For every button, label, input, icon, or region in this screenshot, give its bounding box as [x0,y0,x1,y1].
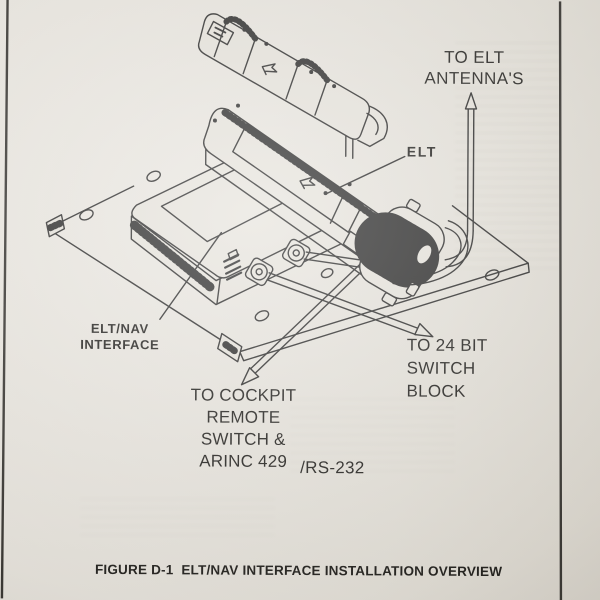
plate-hole [254,310,270,322]
direction-arrow-icon [299,176,316,190]
page-border-right [558,0,563,600]
interface-connector [281,238,311,268]
cover-end-channel [357,105,388,148]
plate-hole [320,268,334,279]
cable-to-switch-block [266,272,420,336]
antenna-cable [444,107,475,268]
cable-to-cockpit [249,256,372,375]
direction-arrow-icon [261,63,278,76]
antenna-cable-loop [392,220,469,286]
label-elt-nav-interface: ELT/NAV INTERFACE [80,320,160,353]
interface-connector [244,257,274,287]
cockpit-arrow-head [240,367,260,386]
interface-leader-line [159,231,223,320]
plate-hole [146,170,161,182]
figure-caption: FIGURE D-1 ELT/NAV INTERFACE INSTALLATIO… [94,561,503,580]
plate-hole [484,269,500,281]
cover-label-plate [206,20,235,46]
plate-hole [79,209,94,221]
label-rs-232: /RS-232 [300,458,365,478]
label-to-24-bit-switch-block: TO 24 BIT SWITCH BLOCK [406,335,488,401]
ground-stud [223,248,243,281]
mounting-plate-drawing [45,170,530,363]
antenna-arrow-head [464,92,478,110]
label-elt: ELT [406,143,438,160]
switch-block-arrow-head [414,322,434,338]
elt-leader-line [326,155,406,194]
elt-cover-drawing [197,13,388,148]
cable-coil [354,212,440,288]
elt-top-panel [232,123,364,233]
interface-edge-hatch [129,220,217,294]
page-border-left [0,0,9,600]
label-to-elt-antennas: TO ELT ANTENNA'S [424,47,524,89]
label-to-cockpit-remote: TO COCKPIT REMOTE SWITCH & ARINC 429 [190,385,297,471]
